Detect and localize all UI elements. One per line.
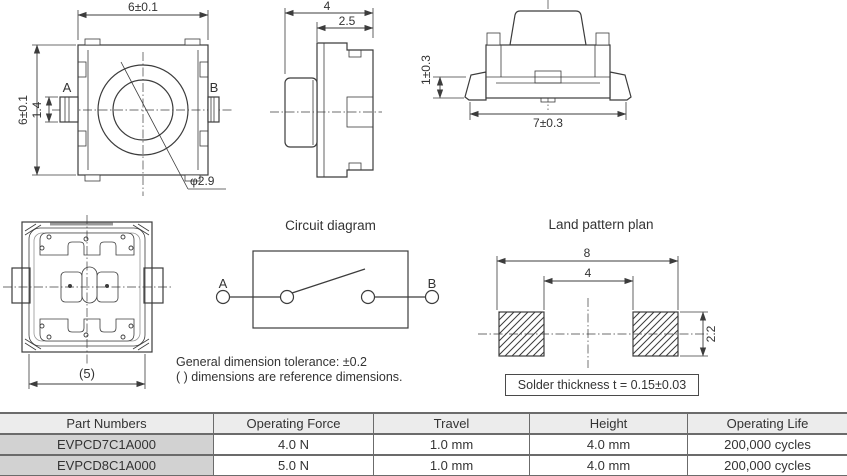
cell-operating-force: 5.0 N <box>213 456 373 475</box>
circuit-drawing: A B <box>215 250 440 329</box>
circuit-terminal-b: B <box>428 276 437 291</box>
dim-left-height: 6±0.1 <box>16 95 30 125</box>
dim-lead-height: 1±0.3 <box>419 55 433 85</box>
cell-operating-force: 4.0 N <box>213 435 373 454</box>
dim-land-inner: 4 <box>585 266 592 280</box>
table-row: EVPCD8C1A000 5.0 N 1.0 mm 4.0 mm 200,000… <box>0 456 847 476</box>
header-height: Height <box>529 414 687 433</box>
dim-depth: 4 <box>324 0 331 13</box>
cell-part-number: EVPCD7C1A000 <box>0 435 213 454</box>
terminal-b-label: B <box>210 80 219 95</box>
dim-bottom-width: (5) <box>79 366 95 381</box>
table-header-row: Part Numbers Operating Force Travel Heig… <box>0 414 847 435</box>
land-pattern-drawing: 8 4 2.2 <box>478 246 718 368</box>
circuit-terminal-a: A <box>219 276 228 291</box>
header-travel: Travel <box>373 414 529 433</box>
dim-pad-height: 2.2 <box>704 325 718 342</box>
cell-height: 4.0 mm <box>529 435 687 454</box>
note-reference: ( ) dimensions are reference dimensions. <box>176 370 403 384</box>
cell-travel: 1.0 mm <box>373 435 529 454</box>
general-notes: General dimension tolerance: ±0.2 ( ) di… <box>176 355 403 385</box>
dim-hole-dia: φ2.9 <box>190 174 215 188</box>
terminal-a-label: A <box>63 80 72 95</box>
cell-part-number: EVPCD8C1A000 <box>0 456 213 475</box>
table-row: EVPCD7C1A000 4.0 N 1.0 mm 4.0 mm 200,000… <box>0 435 847 456</box>
dim-land-outer: 8 <box>584 246 591 260</box>
cell-operating-life: 200,000 cycles <box>687 435 847 454</box>
dim-top-width: 6±0.1 <box>128 0 158 14</box>
note-tolerance: General dimension tolerance: ±0.2 <box>176 355 367 369</box>
dim-body-depth: 2.5 <box>339 14 356 28</box>
header-part-numbers: Part Numbers <box>0 414 213 433</box>
circuit-title: Circuit diagram <box>285 218 376 233</box>
cell-height: 4.0 mm <box>529 456 687 475</box>
bottom-view-drawing: (5) <box>3 215 172 389</box>
side-view-drawing: 4 2.5 <box>270 0 382 178</box>
land-pattern-title: Land pattern plan <box>548 217 654 232</box>
header-operating-force: Operating Force <box>213 414 373 433</box>
top-view-drawing: 6±0.1 6±0.1 A 1.4 B <box>16 0 232 196</box>
cell-travel: 1.0 mm <box>373 456 529 475</box>
dim-front-width: 7±0.3 <box>533 116 563 130</box>
dim-terminal-width: 1.4 <box>30 101 44 118</box>
cell-operating-life: 200,000 cycles <box>687 456 847 475</box>
header-operating-life: Operating Life <box>687 414 847 433</box>
solder-thickness-note: Solder thickness t = 0.15±0.03 <box>505 374 699 396</box>
front-view-drawing: 1±0.3 7±0.3 <box>419 0 632 130</box>
parts-table: Part Numbers Operating Force Travel Heig… <box>0 412 847 476</box>
